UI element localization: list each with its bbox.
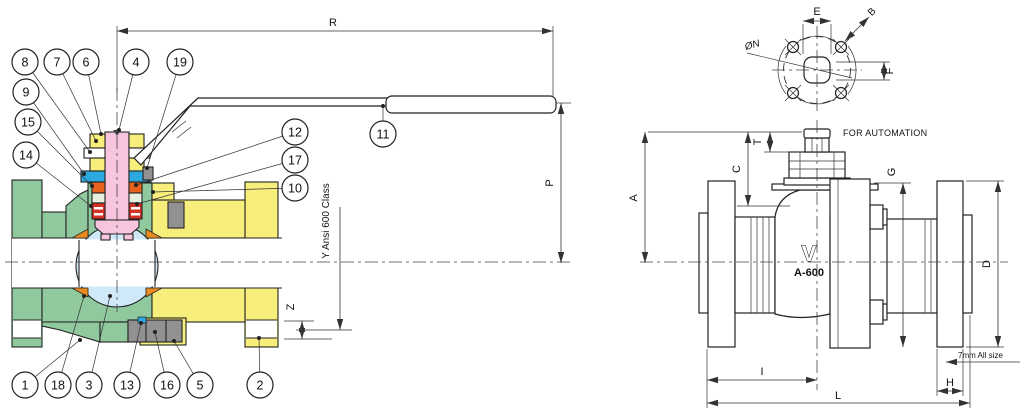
- valve-outline: [698, 128, 973, 349]
- flange-bolt-holes: [13, 319, 277, 339]
- callout-2: 2: [246, 371, 274, 399]
- size-note: 7mm All size: [958, 351, 1003, 360]
- ansi-class-label: Y Ansi 600 Class: [321, 183, 332, 258]
- callout-7: 7: [43, 48, 71, 76]
- callout-16: 16: [153, 371, 181, 399]
- svg-text:14: 14: [19, 149, 33, 163]
- dim-H: H: [946, 377, 954, 389]
- flange-bolts-ext: [869, 204, 888, 325]
- right-raised-face: [962, 214, 973, 314]
- callout-6: 6: [72, 48, 100, 76]
- svg-text:18: 18: [51, 379, 65, 393]
- callout-19: 19: [166, 48, 194, 76]
- right-flange-ext: [936, 180, 964, 348]
- dim-E: E: [813, 6, 820, 18]
- svg-text:4: 4: [133, 56, 140, 70]
- svg-text:3: 3: [86, 379, 93, 393]
- model-label: A-600: [794, 267, 824, 279]
- callouts: 8 7 6 4 19 9 15 14 12 17 10 11 1 18 3 13…: [11, 48, 397, 399]
- callout-8: 8: [11, 48, 39, 76]
- external-view: V A-600 FOR AUTOMATION A C T G D 7mm All…: [628, 120, 1020, 408]
- dim-B: B: [866, 6, 879, 19]
- cross-section-view: R P Y Ansi 600 Class Z: [5, 17, 572, 399]
- dim-P: P: [544, 179, 556, 186]
- svg-text:17: 17: [288, 154, 302, 168]
- gland-nuts: [89, 133, 145, 172]
- svg-text:15: 15: [21, 116, 35, 130]
- packing-detail: [94, 207, 140, 216]
- callout-12: 12: [281, 118, 309, 146]
- svg-text:11: 11: [377, 128, 390, 142]
- callout-14: 14: [12, 141, 40, 169]
- callout-13: 13: [113, 371, 141, 399]
- automation-note: FOR AUTOMATION: [843, 128, 927, 138]
- left-raised-face: [698, 212, 709, 314]
- callout-17: 17: [281, 146, 309, 174]
- body-stud-nut: [167, 201, 185, 229]
- callout-9: 9: [12, 78, 40, 106]
- drain-plug: [127, 316, 183, 343]
- left-view-dimensions: R P Y Ansi 600 Class Z: [116, 17, 571, 340]
- svg-text:8: 8: [22, 56, 29, 70]
- callout-5: 5: [186, 371, 214, 399]
- svg-text:9: 9: [23, 86, 30, 100]
- callout-11: 11: [369, 120, 397, 148]
- dim-N: ØN: [743, 38, 762, 53]
- svg-text:6: 6: [83, 56, 90, 70]
- dim-I: I: [760, 366, 763, 378]
- dim-D: D: [981, 260, 993, 268]
- svg-text:7: 7: [54, 56, 61, 70]
- drain-seal: [137, 316, 147, 324]
- stop-pin: [142, 166, 154, 181]
- svg-text:19: 19: [173, 56, 187, 70]
- left-flange-ext: [707, 180, 736, 348]
- dim-C: C: [731, 165, 743, 173]
- dim-F: F: [884, 67, 896, 74]
- dim-A: A: [628, 194, 640, 202]
- callout-4: 4: [122, 48, 150, 76]
- callout-10: 10: [281, 174, 309, 202]
- callout-1: 1: [11, 371, 39, 399]
- dim-T: T: [752, 138, 764, 145]
- right-view-dimensions: A C T G D 7mm All size H I: [628, 131, 1020, 408]
- svg-text:12: 12: [288, 126, 302, 140]
- callout-18: 18: [44, 371, 72, 399]
- svg-text:13: 13: [120, 379, 134, 393]
- dim-Z: Z: [285, 303, 297, 310]
- mounting-pad-top-view: E F B ØN: [743, 6, 896, 113]
- handle: [133, 95, 557, 166]
- svg-text:1: 1: [22, 379, 29, 393]
- center-flange: [829, 178, 871, 349]
- dim-G: G: [886, 168, 898, 177]
- seat-rings: [70, 228, 164, 298]
- dim-L: L: [835, 390, 841, 402]
- svg-text:2: 2: [257, 379, 264, 393]
- dim-R: R: [329, 17, 337, 29]
- bolt-holes: [784, 38, 850, 102]
- svg-text:10: 10: [288, 182, 302, 196]
- callout-15: 15: [14, 108, 42, 136]
- svg-text:5: 5: [197, 379, 204, 393]
- callout-3: 3: [75, 371, 103, 399]
- handle-grip: [385, 95, 557, 114]
- brand-logo: V: [802, 241, 817, 266]
- svg-text:16: 16: [160, 379, 174, 393]
